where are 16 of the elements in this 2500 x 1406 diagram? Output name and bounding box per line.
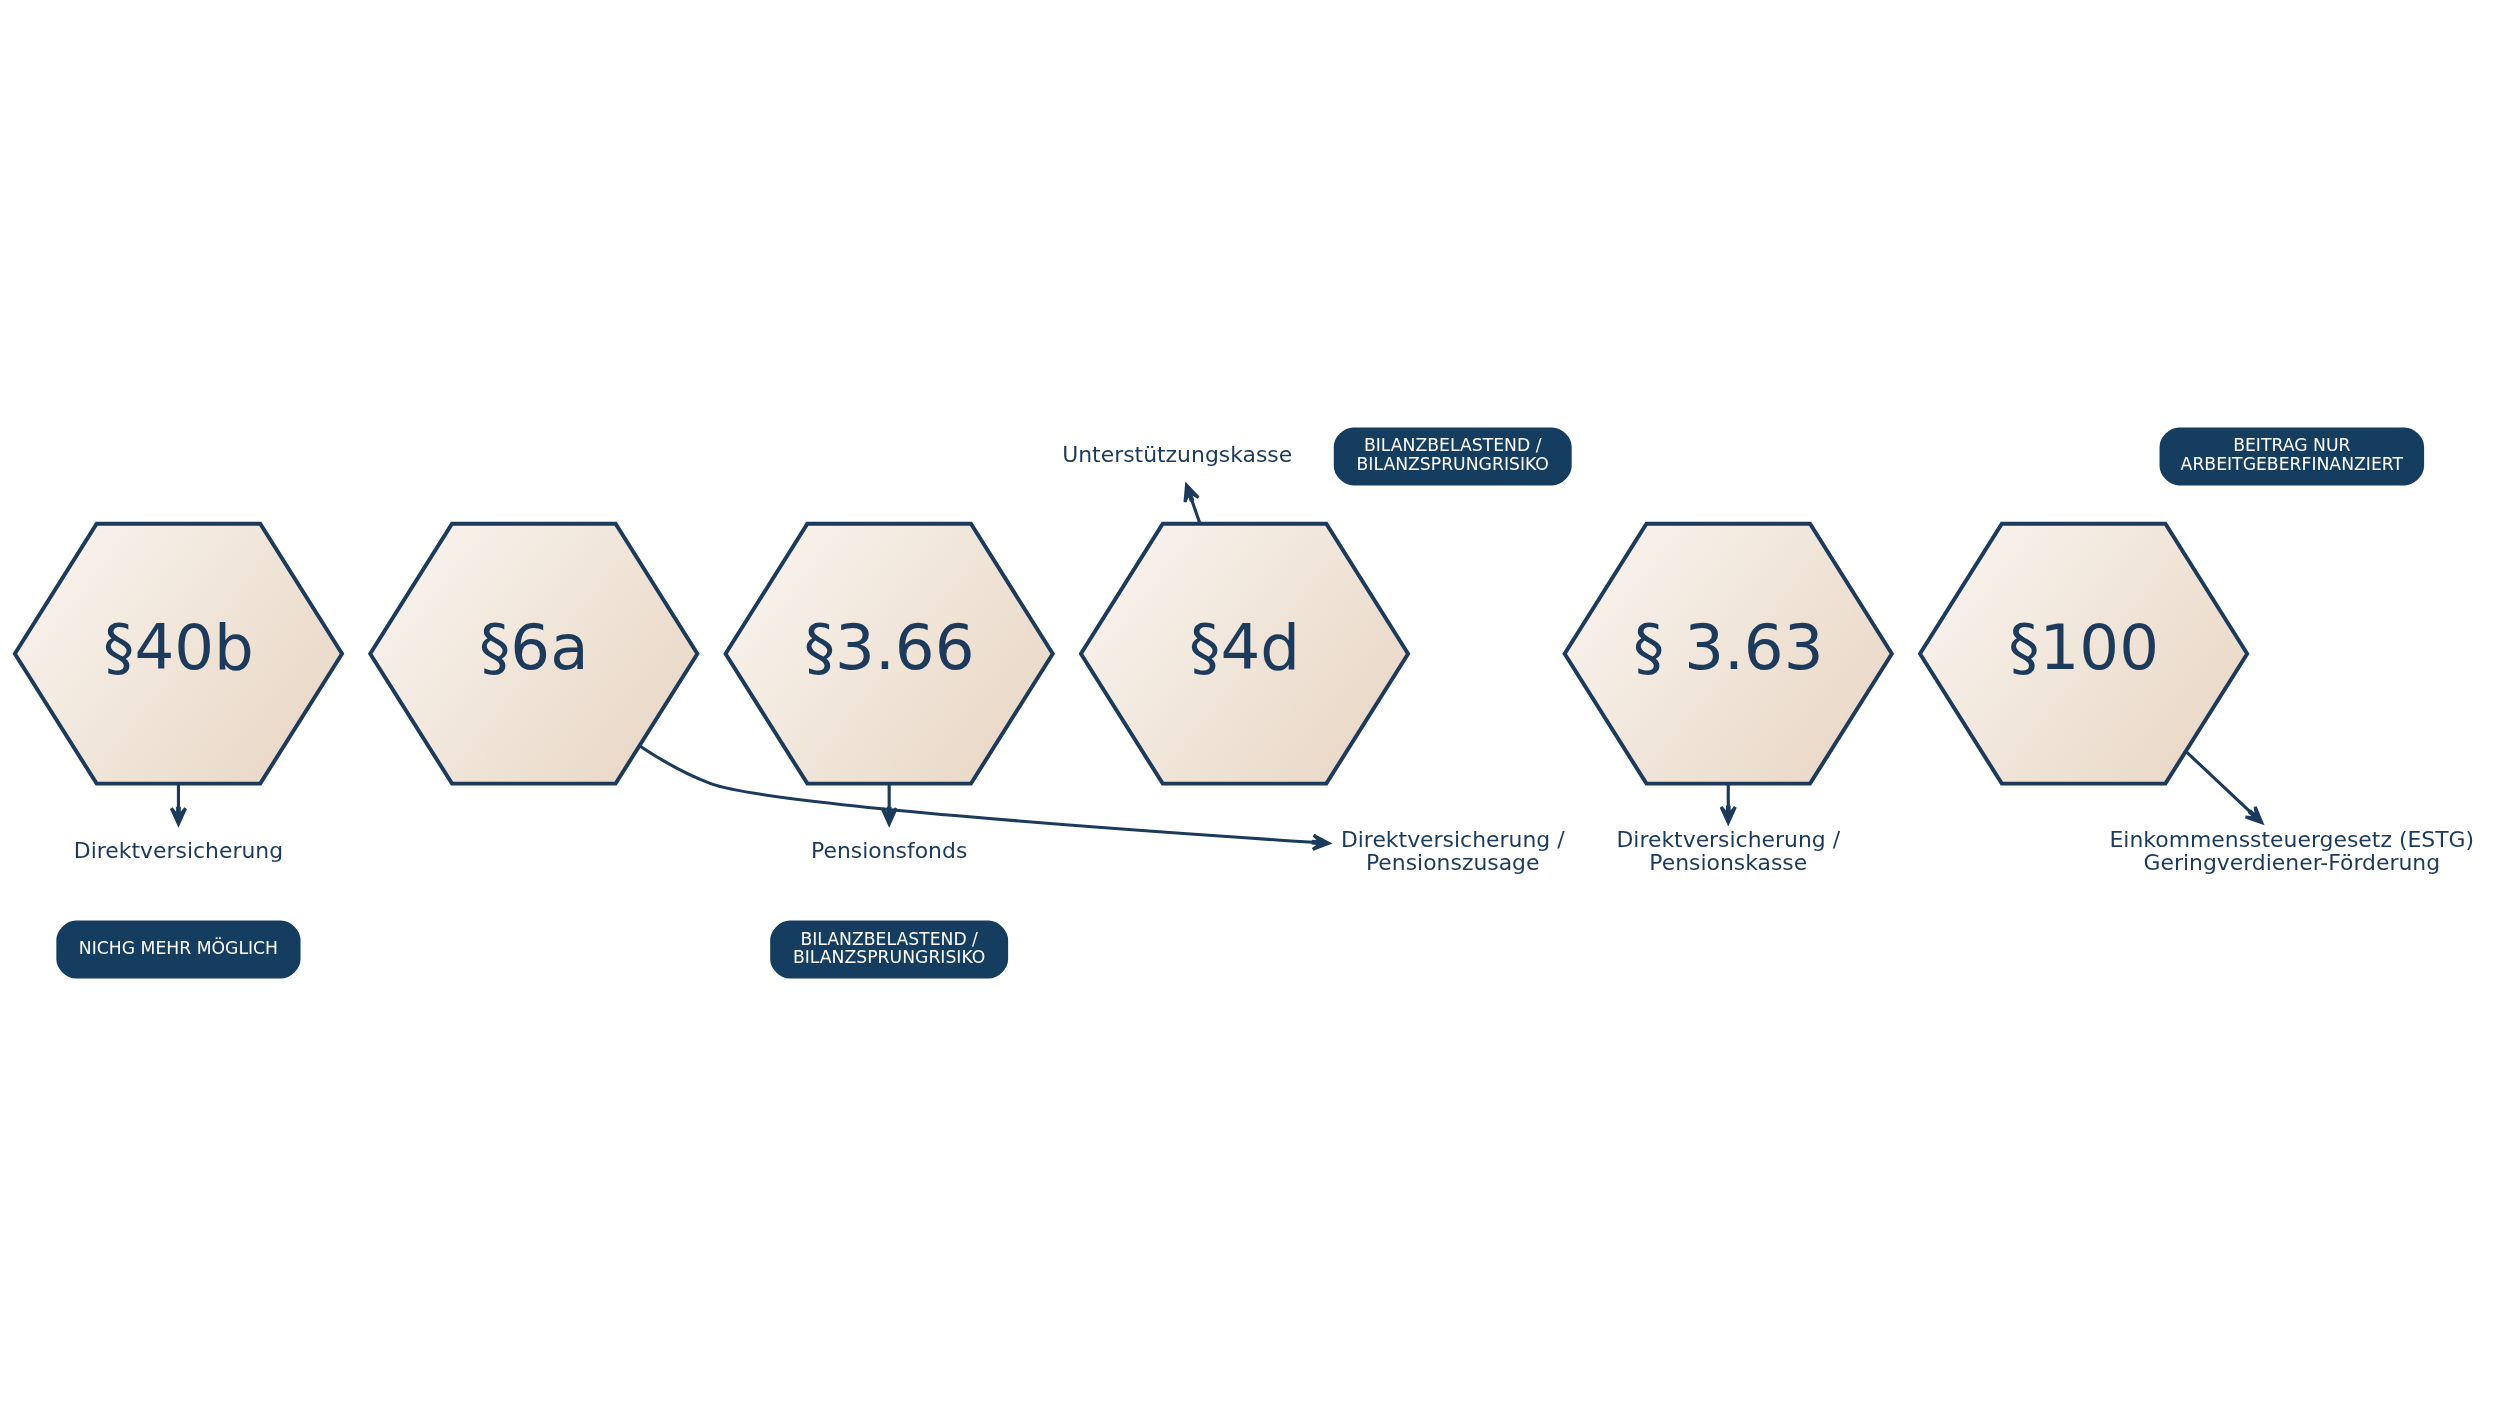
arrow	[880, 784, 898, 826]
arrow	[169, 784, 188, 826]
arrow	[638, 744, 1331, 851]
node-box: BEITRAG NUR ARBEITGEBERFINANZIERT	[2159, 427, 2425, 486]
arrow	[2184, 750, 2264, 825]
node-text: Pensionsfonds	[811, 838, 968, 864]
node-box: BILANZBELASTEND / BILANZSPRUNGRISIKO	[1333, 427, 1572, 486]
node-text: Direktversicherung / Pensionskasse	[1616, 826, 1841, 876]
node-box: BILANZBELASTEND / BILANZSPRUNGRISIKO	[770, 920, 1009, 979]
node-text: Einkommenssteuergesetz (ESTG) Geringverdiener-Förderung	[2109, 826, 2475, 876]
arrow	[1719, 784, 1737, 825]
arrow	[1183, 483, 1202, 525]
node-box: NICHG MEHR MÖGLICH	[56, 920, 301, 979]
node-text: Direktversicherung	[73, 838, 284, 864]
node-text: Unterstützungskasse	[1062, 442, 1293, 468]
node-text: Direktversicherung / Pensionszusage	[1340, 826, 1565, 876]
